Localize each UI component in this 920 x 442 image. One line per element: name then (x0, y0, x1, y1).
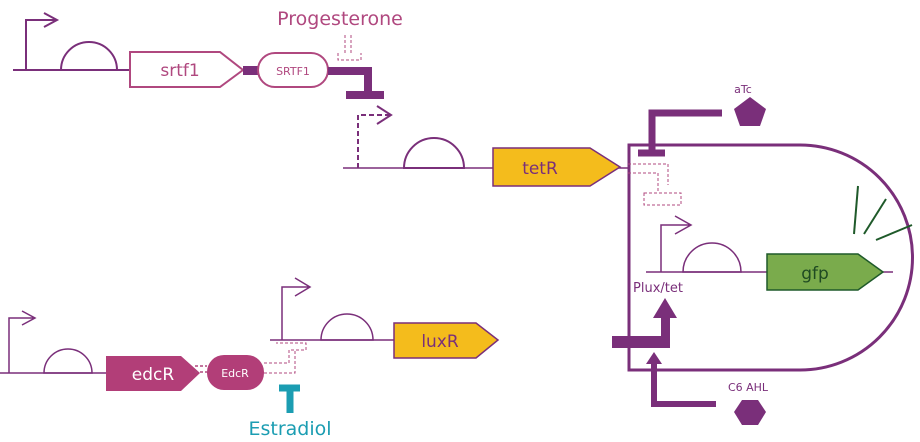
gfp-gene-cds (766, 253, 885, 291)
activation-arrow-icon (612, 298, 677, 348)
promoter-arrow-icon (660, 215, 693, 272)
ahl-activation-line (651, 362, 716, 407)
edcr-gene-cds (106, 356, 200, 391)
edcr-binding-icon (264, 342, 307, 374)
estradiol-label: Estradiol (248, 418, 331, 440)
luxr-cassette (270, 277, 500, 359)
edcr-cassette (0, 310, 307, 391)
gfp-gene-label: gfp (801, 264, 829, 284)
connector (243, 66, 258, 75)
tetr-binding-icon (628, 163, 682, 206)
repression-bar (328, 67, 384, 99)
c6-ahl-hexagon-icon (734, 400, 766, 425)
srtf1-gene-label: srtf1 (160, 61, 199, 81)
rbs-icon (682, 242, 742, 273)
progesterone-binding-icon (337, 35, 362, 61)
cell-outline (627, 143, 914, 372)
promoter-arrow-icon (281, 277, 312, 340)
edcr-gene-label: edcR (132, 365, 175, 385)
tetr-cassette (343, 105, 630, 187)
connector (195, 365, 207, 373)
dashed-promoter-arrow-icon (357, 114, 390, 168)
atc-pentagon-icon (734, 97, 766, 126)
ahl-arrowhead-icon (646, 352, 662, 364)
atc-label: aTc (734, 83, 752, 96)
luxr-gene-label: luxR (421, 332, 459, 352)
atc-inhibition-bar (638, 109, 722, 157)
promoter-arrowhead-icon (376, 105, 393, 125)
progesterone-label: Progesterone (277, 8, 403, 30)
srtf1-protein-label: SRTF1 (276, 65, 310, 78)
luxr-gene-cds (393, 322, 500, 359)
estradiol-inhibition-icon (279, 384, 300, 413)
promoter-arrow-icon (8, 310, 37, 373)
gfp-cassette (646, 215, 893, 291)
plux-tet-label: Plux/tet (633, 281, 683, 296)
tetr-gene-cds (492, 147, 622, 187)
srtf1-gene-cds (129, 51, 245, 88)
fluorescence-rays-icon (853, 185, 913, 241)
srtf1-cassette (13, 12, 384, 99)
edcr-protein (207, 355, 264, 390)
edcr-protein-label: EdcR (221, 367, 249, 380)
rbs-icon (402, 137, 466, 169)
tetr-gene-label: tetR (522, 159, 558, 179)
rbs-icon (59, 41, 119, 71)
rbs-icon (320, 313, 374, 341)
rbs-icon (43, 348, 93, 374)
promoter-arrow-icon (25, 12, 60, 70)
c6-ahl-label: C6 AHL (728, 381, 769, 394)
